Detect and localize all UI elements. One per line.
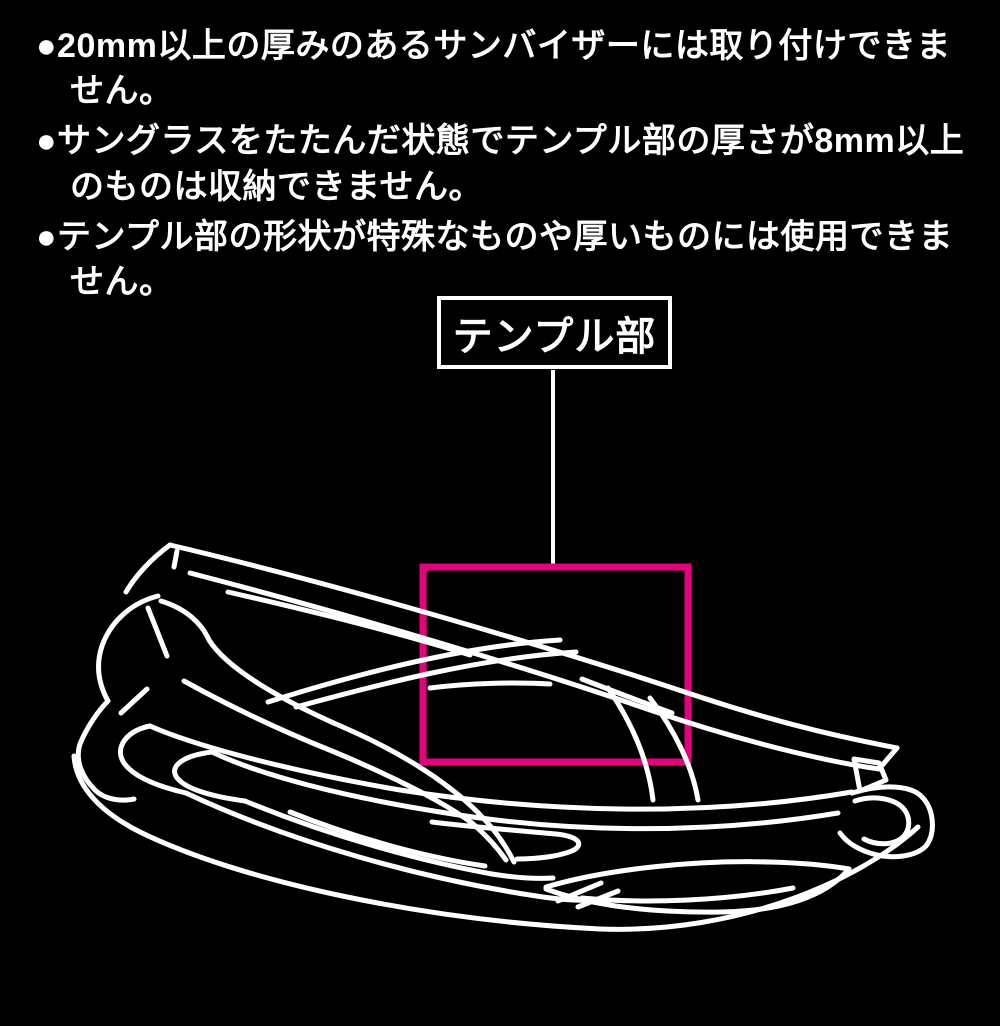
note-item: ●サングラスをたたんだ状態でテンプル部の厚さが8mm以上のものは収納できません。: [36, 122, 965, 206]
temple-highlight-box: [419, 563, 692, 766]
note-item: ●テンプル部の形状が特殊なものや厚いものには使用できません。: [36, 217, 954, 302]
notes-list: ●20mm以上の厚みのあるサンバイザーには取り付けできません。 ●サングラスをた…: [36, 24, 976, 310]
note-item: ●20mm以上の厚みのあるサンバイザーには取り付けできません。: [36, 27, 951, 111]
sunglasses-line-art: [71, 542, 935, 932]
callout-label: テンプル部: [452, 314, 657, 359]
callout-label-box: テンプル部: [437, 296, 672, 369]
